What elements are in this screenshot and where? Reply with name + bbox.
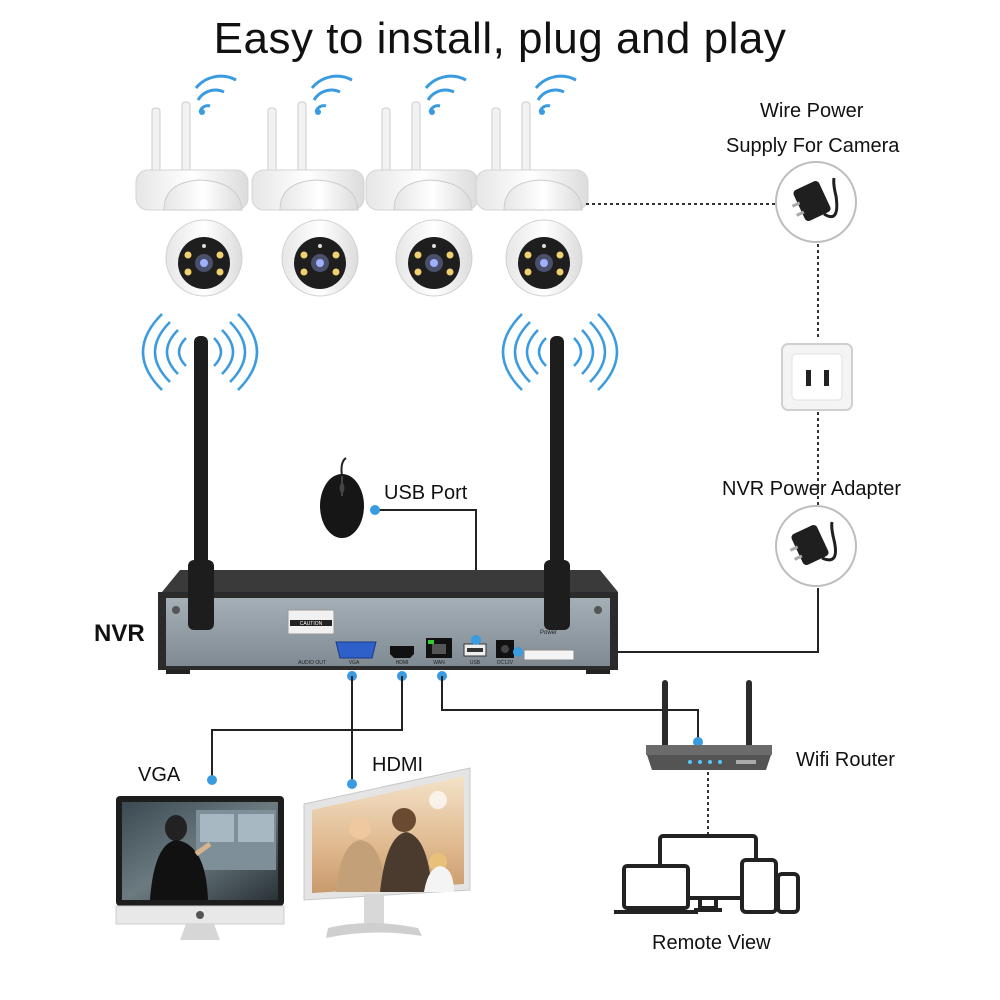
- usb-mouse-connector-dot: [370, 505, 380, 515]
- vga-monitor-icon: [115, 796, 285, 940]
- hdmi-port-text: HDMI: [396, 660, 409, 666]
- wifi-signal-left-icon: [141, 313, 259, 391]
- wall-socket-icon: [781, 343, 853, 411]
- nvr-label: NVR: [94, 620, 145, 647]
- nvr-power-adapter-icon: [775, 505, 857, 587]
- usb-mouse-icon: [320, 457, 364, 538]
- camera-1: [135, 74, 249, 297]
- remote-view-devices-icon: [614, 834, 800, 914]
- wifi-signal-icon: [194, 74, 237, 115]
- caution-text: CAUTION: [300, 621, 323, 627]
- dc-port-text: DC12V: [497, 660, 514, 666]
- usb-port-text: USB: [470, 660, 481, 666]
- nvr-power-adapter-label: NVR Power Adapter: [722, 478, 901, 500]
- wire-power-label-line2: Supply For Camera: [726, 135, 900, 157]
- audio-out-text: AUDIO OUT: [298, 660, 326, 666]
- usb-connector-dot: [471, 635, 481, 645]
- vga-label: VGA: [138, 764, 181, 786]
- hdmi-monitor-icon: [303, 767, 471, 938]
- remote-view-label: Remote View: [652, 932, 771, 954]
- camera-4: [475, 74, 589, 297]
- power-label-text: Power: [540, 630, 557, 636]
- wifi-signal-icon: [310, 74, 353, 115]
- wifi-signal-icon: [424, 74, 467, 115]
- page-title: Easy to install, plug and play: [213, 14, 787, 63]
- router-connector-dot: [693, 737, 703, 747]
- hdmi-label: HDMI: [372, 754, 424, 776]
- camera-2: [251, 74, 365, 297]
- hdmi-monitor-dot: [347, 779, 357, 789]
- usb-port-label: USB Port: [384, 482, 468, 504]
- wifi-router-icon: [646, 680, 772, 770]
- vga-monitor-line: [211, 676, 403, 780]
- camera-power-adapter-icon: [775, 161, 857, 243]
- wire-power-label-line1: Wire Power: [760, 100, 864, 122]
- wifi-signal-icon: [534, 74, 577, 115]
- router-line: [441, 676, 699, 742]
- vga-port-text: VGA: [349, 660, 360, 666]
- dc-connector-dot: [513, 647, 523, 657]
- wifi-router-label: Wifi Router: [796, 749, 895, 771]
- wifi-signal-right-icon: [501, 313, 619, 391]
- vga-monitor-dot: [207, 775, 217, 785]
- nvr-device: CAUTION AUDIO OUT VGA HDMI WAN USB DC12V…: [158, 336, 618, 674]
- camera-3: [365, 74, 479, 297]
- wan-port-text: WAN: [433, 660, 445, 666]
